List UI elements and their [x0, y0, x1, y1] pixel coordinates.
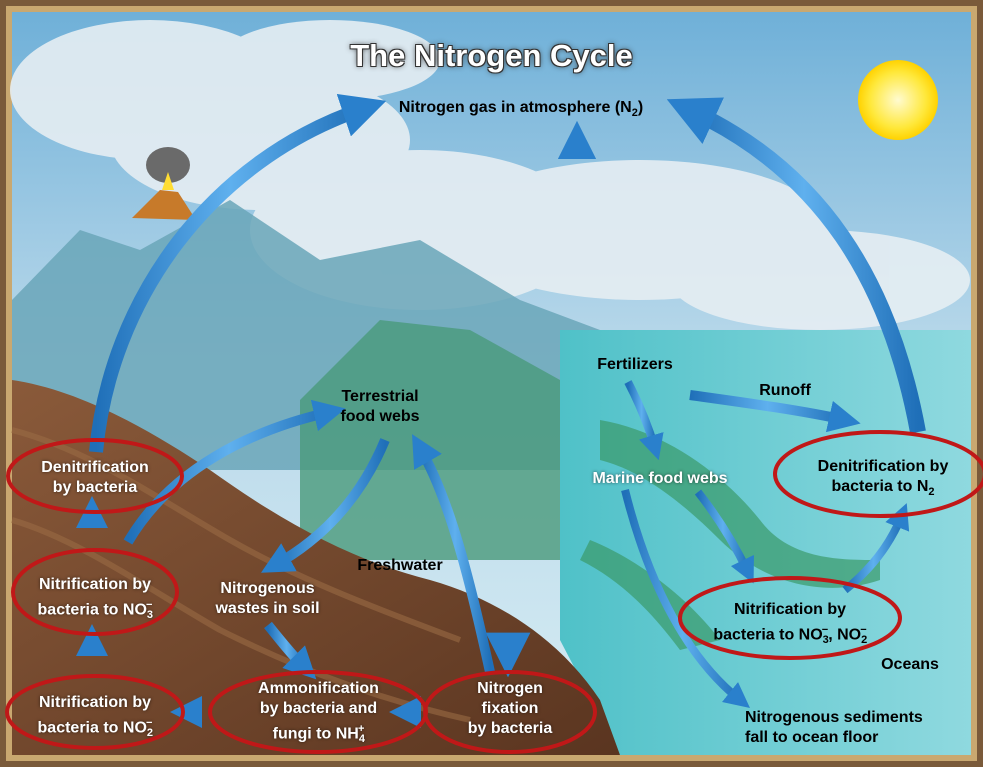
label-marine-food-webs: Marine food webs: [592, 470, 728, 487]
label-runoff: Runoff: [759, 382, 811, 399]
highlight-ellipses: [5, 430, 983, 754]
soil: [12, 380, 620, 755]
page-title: The Nitrogen Cycle: [350, 38, 633, 73]
label-oceans: Oceans: [881, 656, 939, 673]
label-atmosphere: Nitrogen gas in atmosphere (N2): [398, 99, 644, 120]
cycle-arrows: [75, 93, 926, 729]
label-terrestrial-food-webs: Terrestrial food webs: [340, 388, 420, 425]
label-nitrification-no2: Nitrification by bacteria to NO2−: [37, 694, 154, 740]
sun-icon: [858, 60, 938, 140]
label-nitrification-marine: Nitrification by bacteria to NO3−, NO2−: [713, 601, 868, 647]
label-denitrification-bacteria: Denitrification by bacteria: [41, 459, 149, 496]
label-nitrogenous-wastes: Nitrogenous wastes in soil: [215, 580, 320, 617]
highlight-nitrification-marine: [678, 576, 902, 660]
label-ammonification: Ammonification by bacteria and fungi to …: [258, 680, 379, 746]
highlight-nitrification-no3: [11, 548, 179, 636]
volcano-icon: [132, 147, 196, 220]
label-sediments: Nitrogenous sediments fall to ocean floo…: [745, 709, 923, 746]
highlight-nitrogen-fixation: [423, 670, 597, 754]
highlight-nitrification-no2: [5, 674, 185, 750]
highlight-denitrification-bacteria: [6, 438, 184, 514]
label-denitrification-n2: Denitrification by bacteria to N2: [817, 458, 949, 499]
label-nitrification-no3: Nitrification by bacteria to NO3−: [37, 576, 154, 622]
label-fertilizers: Fertilizers: [597, 356, 673, 373]
label-nitrogen-fixation: Nitrogen fixation by bacteria: [467, 680, 553, 737]
label-freshwater: Freshwater: [357, 557, 443, 574]
highlight-denitrification-n2: [773, 430, 983, 518]
